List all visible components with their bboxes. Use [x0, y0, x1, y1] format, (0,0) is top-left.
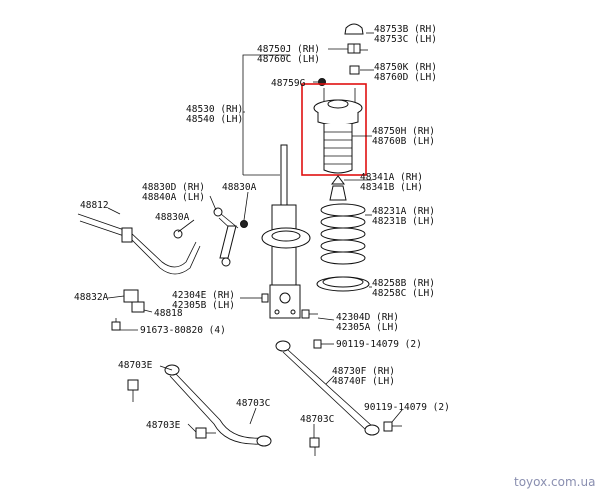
svg-text:48231B (LH): 48231B (LH) — [372, 216, 435, 227]
svg-text:48753B (RH): 48753B (RH) — [374, 24, 437, 35]
svg-text:48750H (RH): 48750H (RH) — [372, 126, 435, 137]
callout-48812: 48812 — [80, 200, 109, 211]
callout-91673: 91673-80820 (4) — [140, 325, 226, 336]
svg-text:48759G: 48759G — [271, 78, 306, 89]
callout-48818: 48818 — [154, 308, 183, 319]
part-washer — [349, 65, 360, 75]
part-bolt-42304d — [301, 309, 318, 319]
svg-text:48703E: 48703E — [146, 420, 181, 431]
callout-42304e: 42304E (RH) 42305B (LH) — [172, 290, 235, 311]
callout-48703e-1: 48703E — [118, 360, 153, 371]
svg-text:48341B (LH): 48341B (LH) — [360, 182, 423, 193]
part-lateral-control-arm — [275, 340, 380, 436]
part-bolt-42304e — [248, 293, 269, 303]
leader-lines — [107, 32, 403, 438]
callout-42304d: 42304D (RH) 42305A (LH) — [336, 312, 399, 333]
callout-90119-a: 90119-14079 (2) — [336, 339, 422, 350]
svg-text:48812: 48812 — [80, 200, 109, 211]
part-coil-spring — [320, 203, 366, 265]
callout-48530: 48530 (RH) 48540 (LH) — [186, 104, 243, 125]
part-nut-48703c — [309, 437, 320, 456]
part-nut-48830a-2 — [173, 229, 183, 239]
part-bolt-90119-b — [383, 421, 402, 432]
callout-90119-b: 90119-14079 (2) — [364, 402, 450, 413]
callout-48753b: 48753B (RH) 48753C (LH) — [374, 24, 437, 45]
svg-text:48258B (RH): 48258B (RH) — [372, 278, 435, 289]
callout-48830a-2: 48830A — [155, 212, 190, 223]
part-nut-top — [347, 43, 361, 54]
part-bolt-48703e-1 — [127, 379, 139, 402]
part-nut-48830a — [240, 220, 248, 228]
callout-48830d: 48830D (RH) 48840A (LH) — [142, 182, 205, 203]
svg-text:42305A (LH): 42305A (LH) — [336, 322, 399, 333]
callout-48730f: 48730F (RH) 48740F (LH) — [332, 366, 395, 387]
svg-text:48258C (LH): 48258C (LH) — [372, 288, 435, 299]
svg-text:48832A: 48832A — [74, 292, 109, 303]
part-shock-absorber — [261, 144, 311, 319]
svg-text:42304E (RH): 42304E (RH) — [172, 290, 235, 301]
svg-text:90119-14079 (2): 90119-14079 (2) — [364, 402, 450, 413]
svg-text:48730F (RH): 48730F (RH) — [332, 366, 395, 377]
svg-text:48840A (LH): 48840A (LH) — [142, 192, 205, 203]
callout-48231a: 48231A (RH) 48231B (LH) — [372, 206, 435, 227]
part-stabilizer-bushing — [123, 289, 145, 313]
part-strut-mount-and-bellows — [313, 88, 363, 174]
callout-48759g: 48759G — [271, 78, 306, 89]
part-dust-cap — [344, 23, 364, 35]
callout-48258b: 48258B (RH) 48258C (LH) — [372, 278, 435, 299]
callout-48832a: 48832A — [74, 292, 109, 303]
svg-text:48830A: 48830A — [155, 212, 190, 223]
svg-text:48830D (RH): 48830D (RH) — [142, 182, 205, 193]
part-stabilizer-link — [213, 207, 239, 267]
callout-48703c-1: 48703C — [236, 398, 270, 409]
part-spring-insulator — [316, 276, 370, 292]
svg-text:90119-14079 (2): 90119-14079 (2) — [336, 339, 422, 350]
svg-text:48341A (RH): 48341A (RH) — [360, 172, 423, 183]
callout-48703c-2: 48703C — [300, 414, 334, 425]
svg-text:48760C (LH): 48760C (LH) — [257, 54, 320, 65]
svg-text:48703C: 48703C — [236, 398, 270, 409]
svg-text:48530 (RH): 48530 (RH) — [186, 104, 243, 115]
part-bolt-90119-a — [313, 339, 330, 349]
svg-text:48750J (RH): 48750J (RH) — [257, 44, 320, 55]
svg-text:48750K (RH): 48750K (RH) — [374, 62, 437, 73]
part-bump-stopper — [329, 175, 347, 201]
svg-text:48703E: 48703E — [118, 360, 153, 371]
svg-text:42305B (LH): 42305B (LH) — [172, 300, 235, 311]
part-stabilizer-bar — [77, 213, 201, 275]
part-bolt-91673 — [111, 318, 121, 331]
svg-text:48231A (RH): 48231A (RH) — [372, 206, 435, 217]
callout-48703e-2: 48703E — [146, 420, 181, 431]
callout-48341a: 48341A (RH) 48341B (LH) — [360, 172, 423, 193]
callout-48750h: 48750H (RH) 48760B (LH) — [372, 126, 435, 147]
svg-text:48703C: 48703C — [300, 414, 334, 425]
callout-48830a-1: 48830A — [222, 182, 257, 193]
svg-text:91673-80820 (4): 91673-80820 (4) — [140, 325, 226, 336]
callout-48750k: 48750K (RH) 48760D (LH) — [374, 62, 437, 83]
svg-text:48760D (LH): 48760D (LH) — [374, 72, 437, 83]
part-bolt-48703e-2 — [195, 427, 216, 439]
svg-text:48753C (LH): 48753C (LH) — [374, 34, 437, 45]
svg-text:48818: 48818 — [154, 308, 183, 319]
svg-text:48760B (LH): 48760B (LH) — [372, 136, 435, 147]
highlight-box — [301, 83, 367, 176]
svg-text:42304D (RH): 42304D (RH) — [336, 312, 399, 323]
callout-48750j: 48750J (RH) 48760C (LH) — [257, 44, 320, 65]
svg-text:48830A: 48830A — [222, 182, 257, 193]
svg-text:48540 (LH): 48540 (LH) — [186, 114, 243, 125]
watermark: toyox.com.ua — [514, 475, 595, 489]
svg-text:48740F (LH): 48740F (LH) — [332, 376, 395, 387]
part-strut-rod — [164, 364, 272, 447]
